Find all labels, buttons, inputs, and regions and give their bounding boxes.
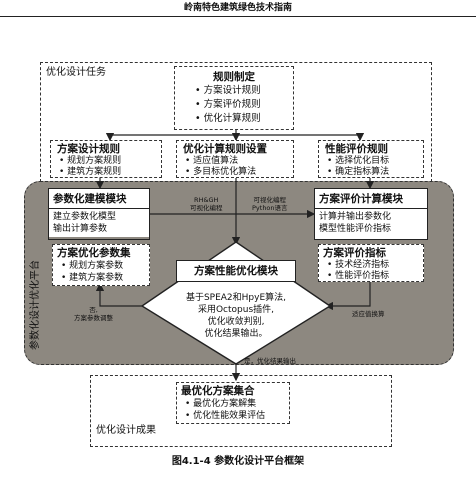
- optim-rules-item-1: • 适应值算法: [185, 156, 239, 166]
- optim-rules-box: 优化计算规则设置 • 适应值算法 • 多目标优化算法: [176, 140, 294, 178]
- header-rule: [0, 16, 476, 17]
- param-module-box: 参数化建模模块 建立参数化模型 输出计算参数: [48, 188, 150, 240]
- perf-rules-title: 性能评价规则: [325, 143, 388, 155]
- param-set-item-1: • 规划方案参数: [61, 261, 124, 271]
- param-module-title: 参数化建模模块: [49, 189, 149, 209]
- perf-rules-item-2: • 确定指标算法: [327, 167, 390, 177]
- param-set-box: 方案优化参数集 • 规划方案参数 • 建筑方案参数: [52, 244, 150, 286]
- rules-box: 规则制定 • 方案设计规则 • 方案评价规则 • 优化计算规则: [174, 66, 294, 130]
- task-label: 优化设计任务: [46, 67, 106, 78]
- param-set-title: 方案优化参数集: [57, 247, 131, 259]
- eval-to-diamond: [324, 280, 371, 311]
- figure-caption: 图4.1-4 参数化设计平台框架: [171, 456, 305, 467]
- opt-module-title-box: 方案性能优化模块: [176, 260, 296, 282]
- eval-module-body: 计算并输出参数化 模型性能评价指标: [319, 212, 392, 234]
- rules-item-3: • 优化计算规则: [195, 113, 261, 124]
- diamond-to-paramset: [95, 282, 146, 307]
- edge-label-fitness: 适应值换算: [352, 310, 385, 318]
- scheme-rules-item-1: • 规划方案规则: [59, 156, 122, 166]
- scheme-rules-title: 方案设计规则: [57, 143, 120, 155]
- result-set-box: 最优化方案集合 • 最优化方案解集 • 优化性能效果评估: [176, 382, 290, 424]
- param-module-body: 建立参数化模型 输出计算参数: [49, 209, 149, 237]
- eval-index-item-1: • 技术经济指标: [327, 260, 390, 270]
- rules-item-2: • 方案评价规则: [195, 99, 261, 110]
- result-label: 优化设计成果: [96, 425, 156, 436]
- param-set-item-2: • 建筑方案参数: [61, 273, 124, 283]
- opt-module-body: 基于SPEA2和HpyE算法, 采用Octopus插件, 优化收敛判别, 优化结…: [185, 293, 287, 339]
- optim-rules-item-2: • 多目标优化算法: [185, 167, 257, 177]
- scheme-rules-box: 方案设计规则 • 规划方案规则 • 建筑方案规则: [50, 140, 162, 178]
- rules-item-1: • 方案设计规则: [195, 85, 261, 96]
- eval-index-box: 方案评价指标 • 技术经济指标 • 性能评价指标: [318, 244, 424, 282]
- perf-rules-item-1: • 选择优化目标: [327, 156, 390, 166]
- eval-module-box: 方案评价计算模块 计算并输出参数化 模型性能评价指标: [314, 188, 428, 240]
- result-set-item-2: • 优化性能效果评估: [185, 411, 266, 421]
- rules-title: 规则制定: [213, 71, 255, 83]
- result-set-title: 最优化方案集合: [181, 385, 255, 397]
- eval-module-title: 方案评价计算模块: [315, 189, 427, 209]
- page-header: 岭南特色建筑绿色技术指南: [183, 3, 292, 13]
- eval-index-title: 方案评价指标: [323, 247, 386, 259]
- optim-rules-title: 优化计算规则设置: [183, 143, 267, 155]
- edge-label-python: 可视化编程 Python语言: [252, 196, 288, 212]
- perf-rules-box: 性能评价规则 • 选择优化目标 • 确定指标算法: [318, 140, 424, 178]
- edge-label-adjust: 否, 方案参数调整: [74, 306, 113, 322]
- optimization-diamond: [140, 241, 332, 365]
- eval-index-item-2: • 性能评价指标: [327, 271, 390, 281]
- edge-label-rh-gh: RH&GH 可视化编程: [190, 196, 223, 212]
- scheme-rules-item-2: • 建筑方案规则: [59, 167, 122, 177]
- edge-label-output: 是，优化结果输出: [244, 357, 296, 365]
- result-set-item-1: • 最优化方案解集: [185, 399, 257, 409]
- opt-module-title: 方案性能优化模块: [194, 265, 278, 277]
- result-region: [90, 375, 392, 447]
